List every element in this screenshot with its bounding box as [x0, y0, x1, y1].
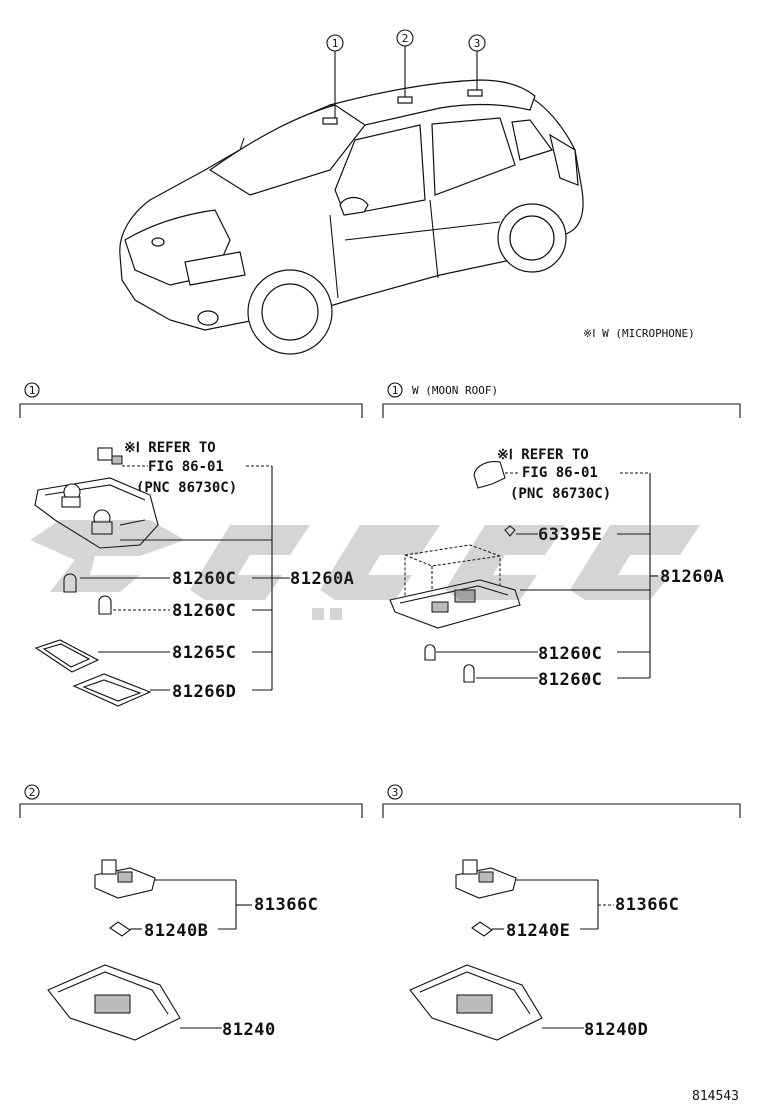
bulb-icon: [463, 664, 475, 683]
svg-text:1: 1: [29, 384, 36, 397]
svg-text:3: 3: [392, 786, 399, 799]
svg-text:81260C: 81260C: [172, 569, 236, 589]
svg-text:2: 2: [29, 786, 36, 799]
clip-icon: [504, 525, 516, 537]
svg-text:1: 1: [392, 384, 399, 397]
room-lamp-housing: [409, 964, 543, 1041]
svg-text:63395E: 63395E: [538, 525, 602, 545]
svg-text:81240: 81240: [222, 1020, 276, 1040]
svg-text:FIG 86-01: FIG 86-01: [522, 465, 598, 481]
svg-text:2: 2: [402, 32, 409, 45]
svg-text:81266D: 81266D: [172, 682, 236, 702]
svg-text:(PNC 86730C): (PNC 86730C): [136, 480, 237, 496]
svg-text:(PNC 86730C): (PNC 86730C): [510, 486, 611, 502]
room-lamp-socket: [455, 859, 517, 899]
svg-text:81366C: 81366C: [254, 895, 318, 915]
svg-text:81240B: 81240B: [144, 921, 208, 941]
svg-text:W (MOON ROOF): W (MOON ROOF): [412, 384, 498, 397]
svg-text:※Ⅰ REFER TO: ※Ⅰ REFER TO: [124, 440, 216, 456]
section-3-header: 3: [382, 784, 741, 818]
car-callout-1: 1: [326, 34, 344, 118]
microphone-note: ※Ⅰ W (MICROPHONE): [583, 327, 695, 340]
bulb-icon: [424, 644, 436, 661]
svg-text:81260C: 81260C: [172, 601, 236, 621]
section-3: 81240E 81366C 81240D: [409, 859, 679, 1041]
map-lamp-housing: [34, 477, 159, 549]
room-lamp-housing: [47, 964, 181, 1041]
svg-text:81260A: 81260A: [290, 569, 354, 589]
overhead-console: [389, 579, 521, 629]
section-1-left-header: 1: [19, 382, 363, 418]
section-2-header: 2: [19, 784, 363, 818]
svg-text:81260A: 81260A: [660, 567, 724, 587]
svg-text:81260C: 81260C: [538, 644, 602, 664]
watermark-logo: [30, 520, 700, 620]
bulb-icon: [471, 921, 493, 937]
microphone-connector: [97, 447, 113, 461]
svg-text:81240E: 81240E: [506, 921, 570, 941]
svg-text:81240D: 81240D: [584, 1020, 648, 1040]
figure-number: 814543: [692, 1089, 739, 1104]
svg-text:81260C: 81260C: [538, 670, 602, 690]
bulb-icon: [98, 595, 112, 615]
lamp-cover: [72, 673, 152, 707]
section-1-right: ※Ⅰ REFER TO FIG 86-01 (PNC 86730C) 63395…: [389, 447, 724, 690]
car-callout-2: 2: [396, 29, 414, 97]
car-callout-3: 3: [468, 34, 486, 90]
section-1-left: ※Ⅰ REFER TO FIG 86-01 (PNC 86730C) 81260…: [34, 440, 354, 707]
svg-text:FIG 86-01: FIG 86-01: [148, 459, 224, 475]
section-2: 81240B 81366C 81240: [47, 859, 318, 1041]
section-1-right-header: 1 W (MOON ROOF): [382, 382, 741, 418]
lamp-lens: [34, 639, 100, 673]
svg-text:1: 1: [332, 37, 339, 50]
bulb-icon: [63, 573, 77, 593]
room-lamp-socket: [94, 859, 156, 899]
svg-text:3: 3: [474, 37, 481, 50]
bulb-icon: [109, 921, 131, 937]
car-illustration: [119, 79, 584, 355]
svg-text:81265C: 81265C: [172, 643, 236, 663]
svg-text:81366C: 81366C: [615, 895, 679, 915]
svg-text:※Ⅰ REFER TO: ※Ⅰ REFER TO: [497, 447, 589, 463]
microphone-icon: [473, 461, 506, 489]
